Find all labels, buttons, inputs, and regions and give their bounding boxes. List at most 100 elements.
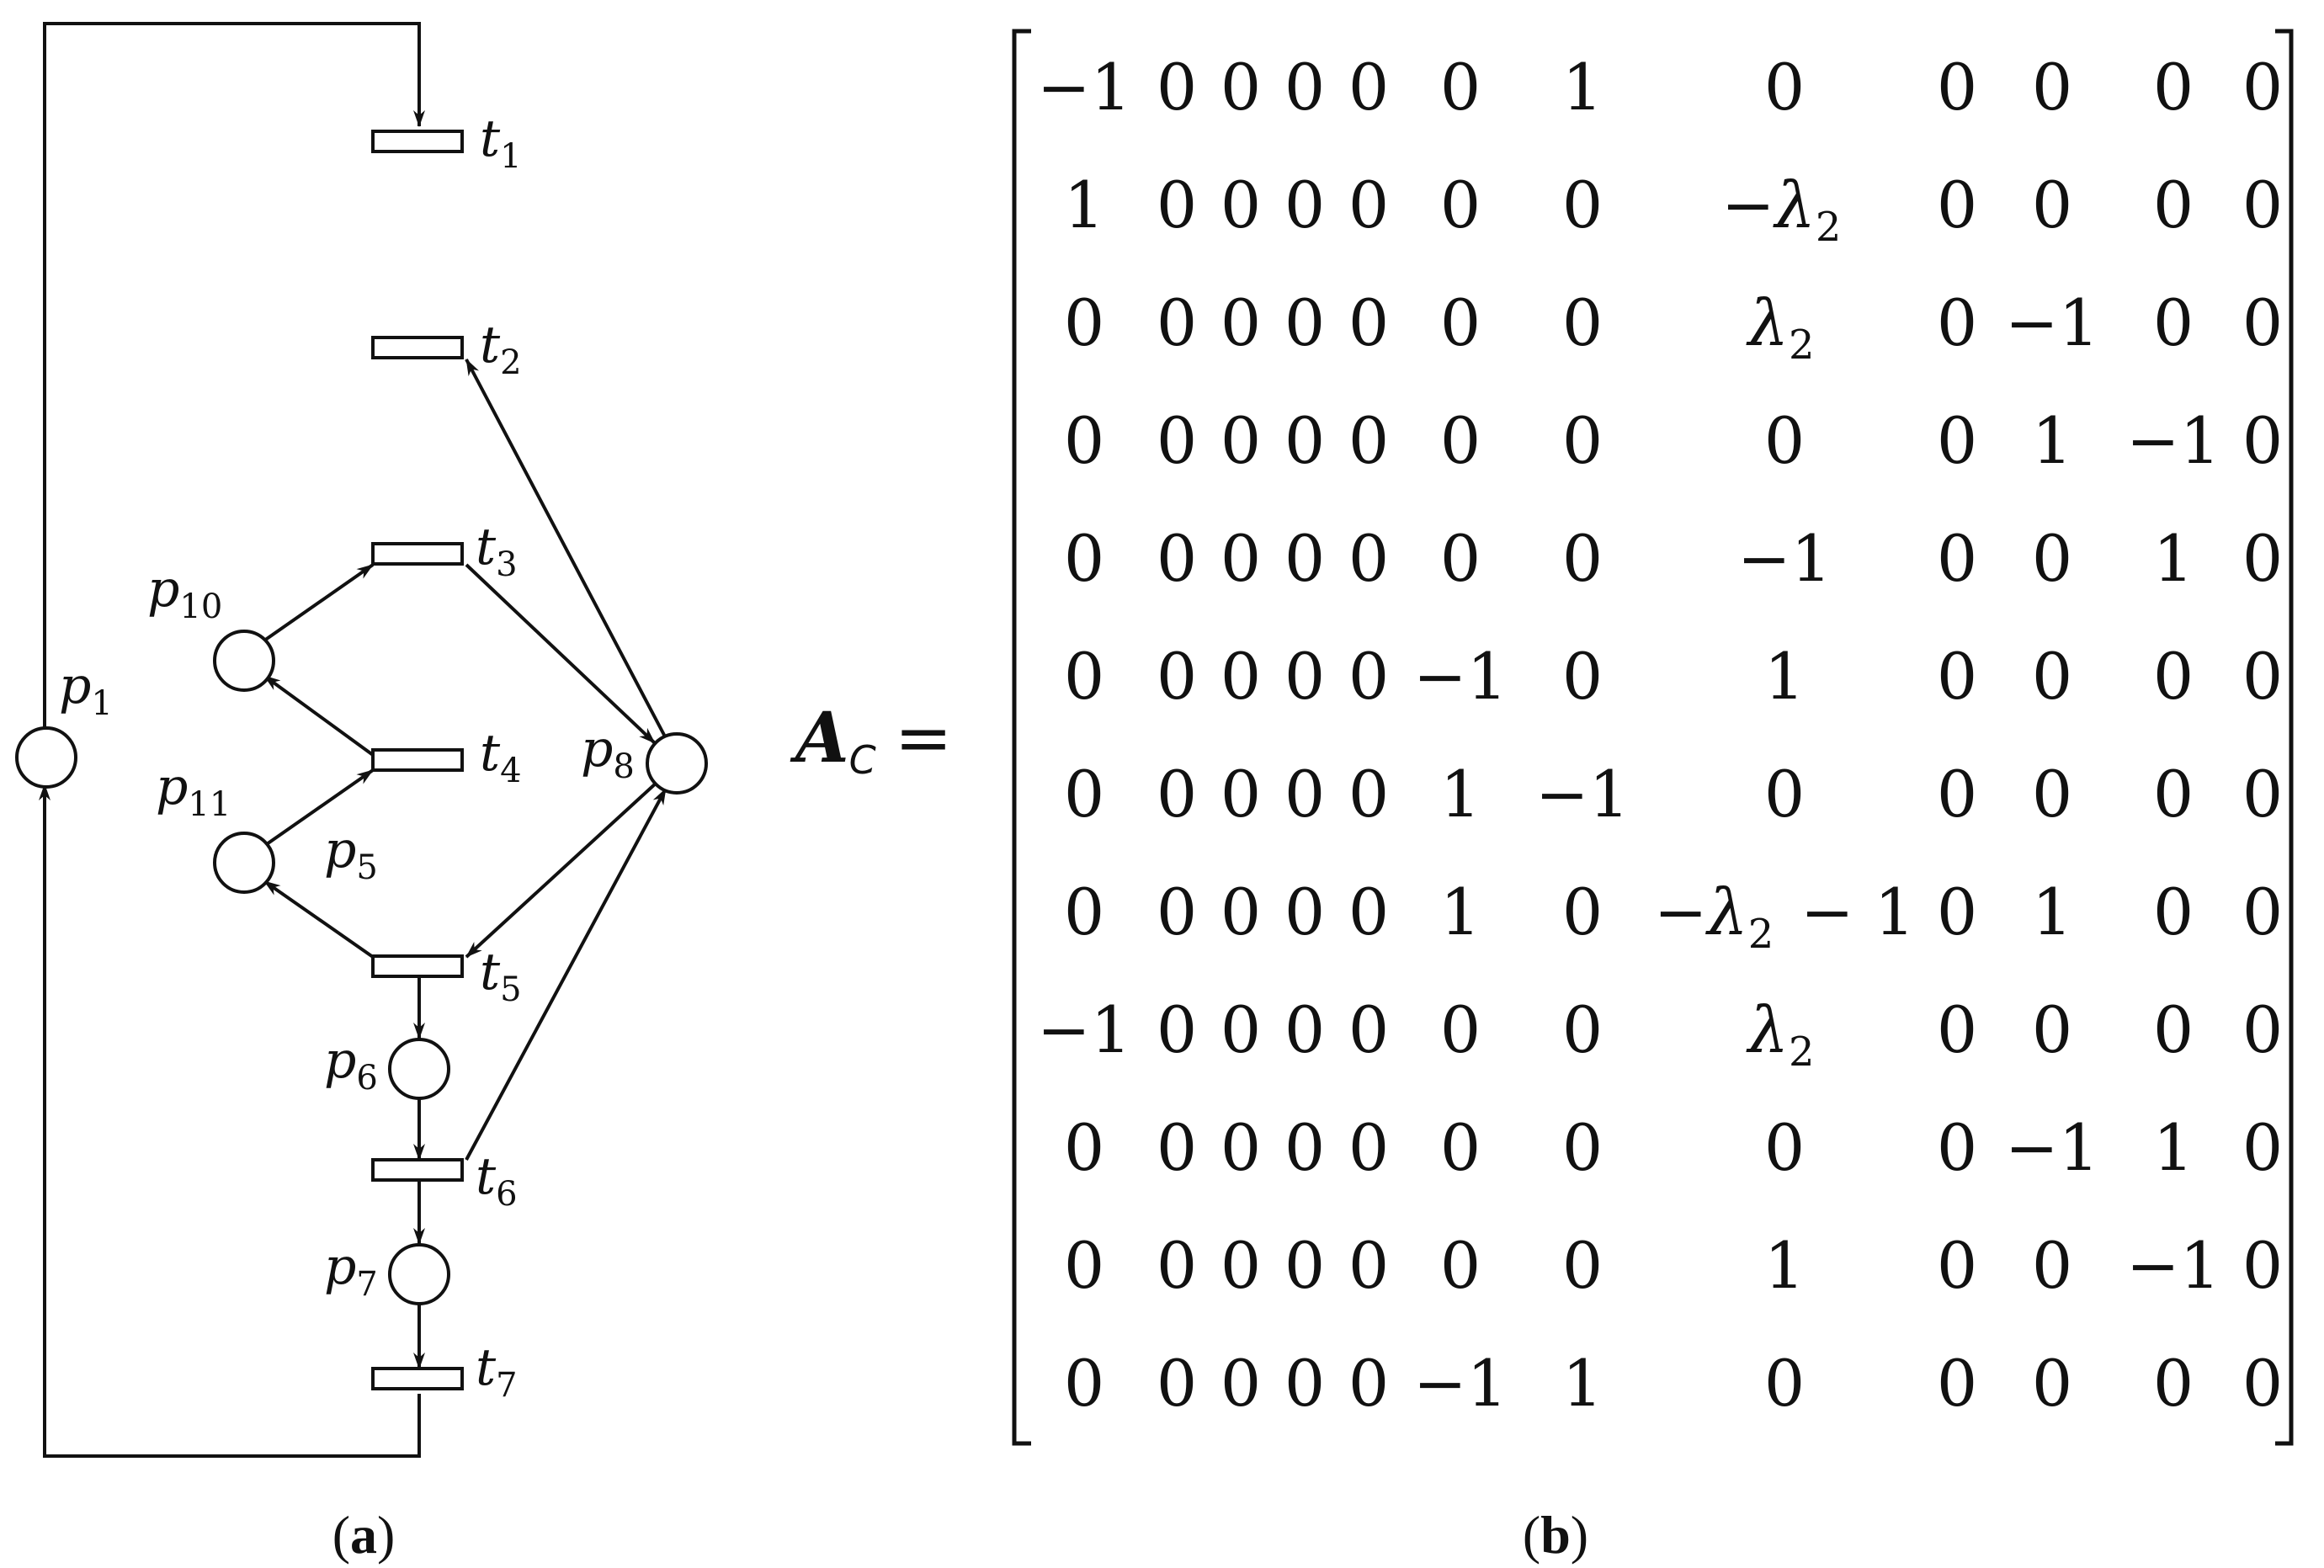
matrix-cell-r4-c9: 0 <box>1937 403 1977 478</box>
matrix-cell-r1-c6: 0 <box>1440 50 1481 125</box>
matrix-cell-r11-c3: 0 <box>1220 1228 1261 1303</box>
matrix-cell-r4-c1: 0 <box>1064 403 1104 478</box>
matrix-cell-r5-c9: 0 <box>1937 521 1977 596</box>
matrix-cell-r12-c4: 0 <box>1284 1346 1325 1421</box>
matrix-cell-r6-c6: −1 <box>1413 639 1508 714</box>
matrix-cell-r4-c2: 0 <box>1157 403 1197 478</box>
matrix-cell-r12-c5: 0 <box>1348 1346 1389 1421</box>
matrix-cell-r8-c1: 0 <box>1064 874 1104 949</box>
matrix-cell-r7-c2: 0 <box>1157 757 1197 832</box>
matrix-cell-r7-c4: 0 <box>1284 757 1325 832</box>
matrix-cell-r10-c3: 0 <box>1220 1110 1261 1185</box>
matrix-cell-r8-c12: 0 <box>2242 874 2283 949</box>
label-p11: p11 <box>156 757 231 824</box>
matrix-cell-r8-c5: 0 <box>1348 874 1389 949</box>
matrix-cell-r4-c8: 0 <box>1764 403 1805 478</box>
transition-t7 <box>371 1367 464 1390</box>
transition-t1 <box>371 130 464 153</box>
matrix-cell-r4-c3: 0 <box>1220 403 1261 478</box>
matrix-cell-r2-c3: 0 <box>1220 167 1261 242</box>
place-p10 <box>213 630 275 692</box>
matrix-cell-r8-c9: 0 <box>1937 874 1977 949</box>
matrix-cell-r9-c5: 0 <box>1348 992 1389 1067</box>
matrix-right-bracket <box>2275 29 2294 1446</box>
label-t1: t1 <box>480 109 522 176</box>
matrix-cell-r3-c6: 0 <box>1440 285 1481 360</box>
transition-t6 <box>371 1158 464 1182</box>
matrix-cell-r1-c12: 0 <box>2242 50 2283 125</box>
matrix-cell-r5-c7: 0 <box>1562 521 1603 596</box>
matrix-cell-r7-c1: 0 <box>1064 757 1104 832</box>
matrix-cell-r8-c6: 1 <box>1440 874 1481 949</box>
matrix-cell-r9-c8: λ2 <box>1746 992 1821 1076</box>
matrix-cell-r5-c11: 1 <box>2153 521 2194 596</box>
matrix-cell-r1-c7: 1 <box>1562 50 1603 125</box>
matrix-cell-r5-c1: 0 <box>1064 521 1104 596</box>
matrix-cell-r11-c2: 0 <box>1157 1228 1197 1303</box>
matrix-cell-r7-c6: 1 <box>1440 757 1481 832</box>
matrix-cell-r10-c8: 0 <box>1764 1110 1805 1185</box>
matrix-cell-r4-c11: −1 <box>2126 403 2220 478</box>
matrix-cell-r2-c10: 0 <box>2032 167 2072 242</box>
transition-t2 <box>371 336 464 359</box>
matrix-cell-r9-c1: −1 <box>1037 992 1131 1067</box>
matrix-cell-r8-c2: 0 <box>1157 874 1197 949</box>
place-p8 <box>646 732 708 795</box>
transition-t4 <box>371 748 464 772</box>
matrix-cell-r11-c4: 0 <box>1284 1228 1325 1303</box>
matrix-cell-r1-c10: 0 <box>2032 50 2072 125</box>
place-p7 <box>388 1243 450 1305</box>
matrix-cell-r7-c10: 0 <box>2032 757 2072 832</box>
matrix-cell-r1-c8: 0 <box>1764 50 1805 125</box>
matrix-cell-r10-c9: 0 <box>1937 1110 1977 1185</box>
matrix-cell-r11-c6: 0 <box>1440 1228 1481 1303</box>
matrix-cell-r6-c8: 1 <box>1764 639 1805 714</box>
matrix-cell-r6-c10: 0 <box>2032 639 2072 714</box>
matrix-cell-r6-c9: 0 <box>1937 639 1977 714</box>
matrix-cell-r12-c11: 0 <box>2153 1346 2194 1421</box>
matrix-cell-r10-c1: 0 <box>1064 1110 1104 1185</box>
matrix-cell-r9-c11: 0 <box>2153 992 2194 1067</box>
matrix-cell-r5-c4: 0 <box>1284 521 1325 596</box>
matrix-cell-r8-c4: 0 <box>1284 874 1325 949</box>
matrix-cell-r9-c6: 0 <box>1440 992 1481 1067</box>
matrix-cell-r5-c5: 0 <box>1348 521 1389 596</box>
arc-p11-t4 <box>263 768 375 848</box>
matrix-cell-r8-c7: 0 <box>1562 874 1603 949</box>
matrix-cell-r3-c4: 0 <box>1284 285 1325 360</box>
matrix-cell-r11-c9: 0 <box>1937 1228 1977 1303</box>
matrix-cell-r11-c11: −1 <box>2126 1228 2220 1303</box>
matrix-cell-r9-c12: 0 <box>2242 992 2283 1067</box>
matrix-cell-r3-c1: 0 <box>1064 285 1104 360</box>
matrix-cell-r2-c4: 0 <box>1284 167 1325 242</box>
matrix-cell-r6-c12: 0 <box>2242 639 2283 714</box>
matrix-cell-r6-c1: 0 <box>1064 639 1104 714</box>
arc-t3-p8 <box>465 563 657 745</box>
matrix-cell-r11-c12: 0 <box>2242 1228 2283 1303</box>
matrix-cell-r12-c6: −1 <box>1413 1346 1508 1421</box>
matrix-cell-r5-c3: 0 <box>1220 521 1261 596</box>
matrix-cell-r6-c4: 0 <box>1284 639 1325 714</box>
arc-t5-p11 <box>263 880 375 959</box>
label-t6: t6 <box>476 1147 518 1214</box>
transition-t3 <box>371 542 464 566</box>
label-p10: p10 <box>147 560 222 626</box>
matrix-cell-r12-c12: 0 <box>2242 1346 2283 1421</box>
matrix-cell-r12-c10: 0 <box>2032 1346 2072 1421</box>
label-p5: p5 <box>324 821 378 887</box>
matrix-cell-r3-c11: 0 <box>2153 285 2194 360</box>
matrix-cell-r1-c4: 0 <box>1284 50 1325 125</box>
matrix-cell-r9-c9: 0 <box>1937 992 1977 1067</box>
matrix-cell-r4-c6: 0 <box>1440 403 1481 478</box>
transition-t5 <box>371 954 464 978</box>
matrix-cell-r9-c10: 0 <box>2032 992 2072 1067</box>
matrix-cell-r2-c2: 0 <box>1157 167 1197 242</box>
matrix-cell-r2-c5: 0 <box>1348 167 1389 242</box>
matrix-cell-r2-c6: 0 <box>1440 167 1481 242</box>
matrix-cell-r11-c5: 0 <box>1348 1228 1389 1303</box>
matrix-cell-r11-c8: 1 <box>1764 1228 1805 1303</box>
matrix-cell-r4-c5: 0 <box>1348 403 1389 478</box>
matrix-cell-r9-c3: 0 <box>1220 992 1261 1067</box>
